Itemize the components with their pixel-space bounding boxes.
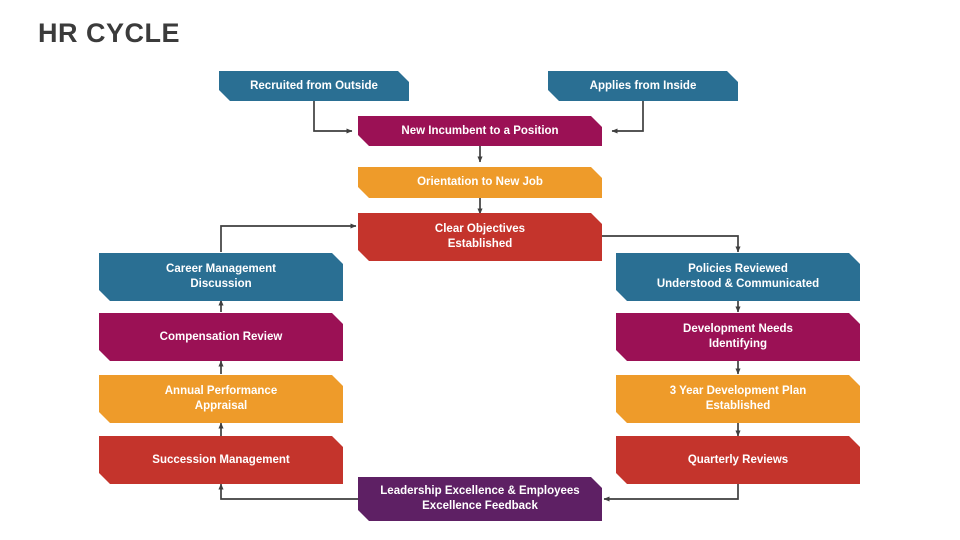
arrow-quarterly-to-leadership bbox=[603, 484, 739, 502]
arrow-objectives-to-policies bbox=[602, 235, 741, 253]
page-title: HR CYCLE bbox=[38, 18, 181, 48]
node-compensation-review[interactable]: Compensation Review bbox=[99, 313, 343, 361]
node-label: Succession Management bbox=[152, 453, 290, 466]
node-label: Applies from Inside bbox=[589, 79, 697, 92]
arrow-career-to-objectives bbox=[220, 223, 357, 252]
arrow-recruited-to-incumbent bbox=[313, 100, 353, 134]
node-succession-management[interactable]: Succession Management bbox=[99, 436, 343, 484]
arrow-leadership-to-succession bbox=[218, 483, 358, 500]
node-label: Compensation Review bbox=[159, 330, 283, 343]
node-label: Recruited from Outside bbox=[250, 79, 378, 92]
node-quarterly-reviews[interactable]: Quarterly Reviews bbox=[616, 436, 860, 484]
node-orientation-to-new-job[interactable]: Orientation to New Job bbox=[358, 167, 602, 198]
node-new-incumbent-to-a-position[interactable]: New Incumbent to a Position bbox=[358, 116, 602, 146]
node-label: Orientation to New Job bbox=[417, 176, 543, 188]
node-label: Quarterly Reviews bbox=[687, 453, 789, 466]
node-recruited-from-outside[interactable]: Recruited from Outside bbox=[219, 71, 409, 101]
node-applies-from-inside[interactable]: Applies from Inside bbox=[548, 71, 738, 101]
node-label: New Incumbent to a Position bbox=[401, 124, 559, 137]
arrow-applies-to-incumbent bbox=[611, 100, 644, 134]
